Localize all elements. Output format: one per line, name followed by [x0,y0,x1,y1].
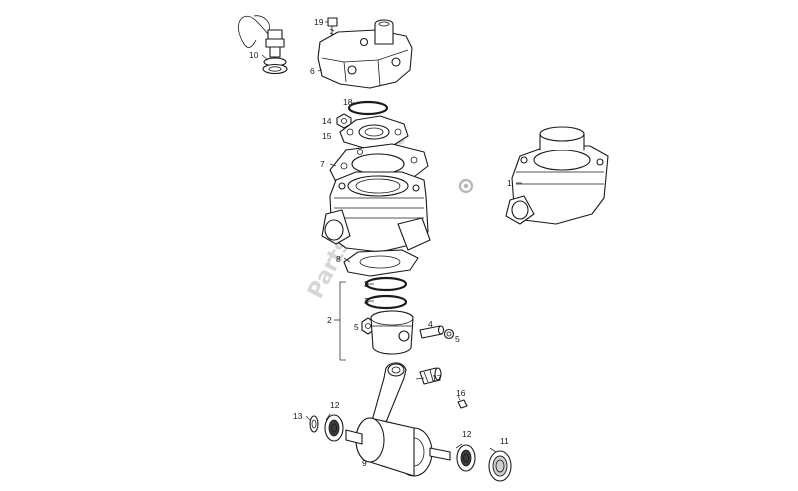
callout-17: 17 [432,373,442,383]
callout-16: 16 [456,388,466,398]
callout-13: 13 [293,411,303,421]
callout-2: 2 [327,315,332,325]
part-head-oring [347,100,389,116]
part-circlip-right [443,328,455,340]
watermark-gear-icon [458,178,474,194]
callout-1: 1 [507,178,512,188]
callout-19: 19 [314,17,324,27]
part-piston [370,310,414,355]
callout-5a: 5 [354,322,359,332]
callout-11: 11 [500,436,509,446]
callout-labels: 1 2 3 3 4 5 5 6 7 8 9 10 11 12 12 13 14 … [249,17,512,468]
callout-7: 7 [320,159,325,169]
piston-assembly-bracket [334,281,346,361]
callout-10: 10 [249,50,259,60]
callout-12b: 12 [462,429,472,439]
part-cylinder-kit [505,126,609,225]
callout-6: 6 [310,66,315,76]
part-needle-bearing [419,367,442,385]
callout-18: 18 [343,97,353,107]
callout-12a: 12 [330,400,340,410]
callout-3a: 3 [364,279,369,289]
callout-8: 8 [336,254,341,264]
part-bearing-left [324,414,344,442]
part-flange [339,115,409,149]
part-temp-sensor [238,15,288,75]
part-base-gasket [343,249,419,277]
callout-9: 9 [362,458,367,468]
callout-15: 15 [322,131,332,141]
callout-5b: 5 [455,334,460,344]
callout-3b: 3 [364,296,369,306]
callout-4: 4 [428,319,433,329]
part-piston-rings [364,276,408,310]
part-cylinder [321,171,431,253]
part-crankshaft [345,362,451,477]
part-bearing-right [456,444,476,472]
part-woodruff-key [457,399,468,409]
part-cylinder-head [317,19,413,89]
leader-lines [261,21,522,453]
part-oil-seal-right [488,450,512,482]
part-piston-pin [419,325,445,339]
part-oil-seal-left [309,415,319,433]
callout-14: 14 [322,116,332,126]
